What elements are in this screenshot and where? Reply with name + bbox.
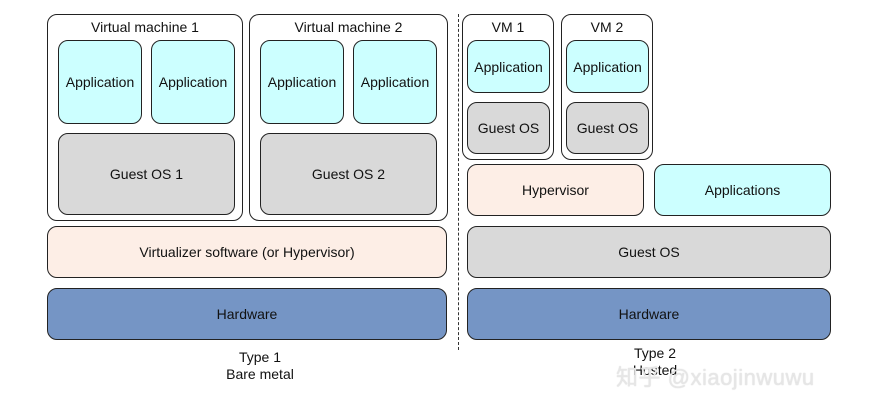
- type2-vm2-application: Application: [566, 40, 649, 93]
- type1-caption: Type 1 Bare metal: [200, 349, 320, 383]
- type1-caption-type: Type 1: [238, 349, 282, 365]
- watermark: 知乎 @xiaojinwuwu: [616, 365, 815, 390]
- type2-vm1-title: VM 1: [491, 19, 525, 35]
- type1-hardware: Hardware: [47, 288, 447, 340]
- type2-applications: Applications: [654, 164, 831, 216]
- type2-hypervisor: Hypervisor: [467, 164, 644, 216]
- type1-vm1-application-1: Application: [58, 40, 142, 124]
- type2-caption: Type 2 Hosted: [595, 345, 715, 379]
- type2-caption-type: Type 2: [633, 345, 677, 361]
- type1-vm2-application-1: Application: [260, 40, 344, 124]
- type1-guest-os-1: Guest OS 1: [58, 133, 235, 215]
- type2-vm2-title: VM 2: [590, 19, 624, 35]
- type1-vm1-application-2: Application: [151, 40, 235, 124]
- type1-vm2-title: Virtual machine 2: [294, 19, 403, 35]
- type-divider: [458, 14, 459, 350]
- type1-vm1-title: Virtual machine 1: [91, 19, 199, 35]
- type2-host-guest-os: Guest OS: [467, 226, 831, 278]
- type2-vm1-guest-os: Guest OS: [467, 102, 550, 154]
- type2-hardware: Hardware: [467, 288, 831, 340]
- type2-vm2-guest-os: Guest OS: [566, 102, 649, 154]
- type1-guest-os-2: Guest OS 2: [260, 133, 437, 215]
- type2-caption-kind: Hosted: [632, 362, 678, 378]
- type1-hypervisor: Virtualizer software (or Hypervisor): [47, 226, 447, 278]
- type1-vm2-application-2: Application: [353, 40, 437, 124]
- type2-vm1-application: Application: [467, 40, 550, 93]
- type1-caption-kind: Bare metal: [226, 366, 294, 382]
